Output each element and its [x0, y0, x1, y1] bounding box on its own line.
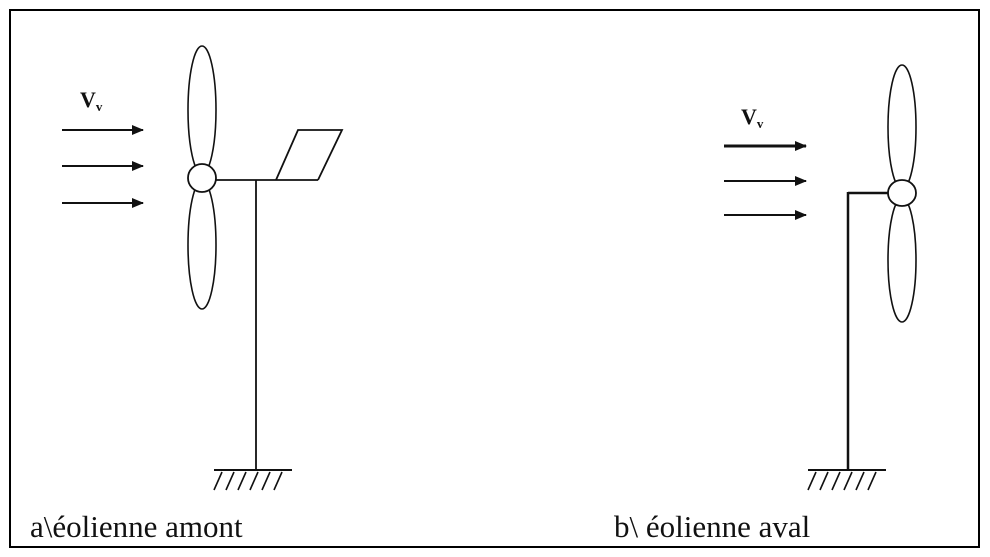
- rotor-blade-upper: [187, 45, 217, 175]
- ground-hatch: [213, 471, 223, 491]
- downwind-turbine: Vv: [724, 64, 917, 491]
- ground-hatch: [831, 471, 841, 491]
- ground-hatch: [261, 471, 271, 491]
- ground-hatch: [843, 471, 853, 491]
- rotor-blade-lower: [887, 197, 917, 323]
- ground-hatch: [249, 471, 259, 491]
- ground-hatch: [237, 471, 247, 491]
- ground-hatch: [225, 471, 235, 491]
- wind-speed-label: Vv: [741, 104, 764, 131]
- caption-upwind-turbine: a\éolienne amont: [30, 509, 243, 544]
- ground-symbol: [213, 469, 292, 491]
- upwind-turbine: Vv: [62, 45, 344, 491]
- ground-hatch: [855, 471, 865, 491]
- wind-arrows-b: [724, 141, 807, 220]
- figure-frame: [9, 9, 980, 548]
- ground-hatch: [273, 471, 283, 491]
- ground-hatch: [867, 471, 877, 491]
- ground-hatch: [819, 471, 829, 491]
- wind-speed-label: Vv: [80, 87, 103, 114]
- ground-symbol: [807, 469, 886, 491]
- ground-hatch: [807, 471, 817, 491]
- rotor-blade-lower: [187, 180, 217, 310]
- caption-downwind-turbine: b\ éolienne aval: [614, 509, 811, 544]
- wind-arrows-a: [62, 125, 144, 208]
- rotor-hub: [187, 163, 217, 193]
- rotor-hub: [887, 179, 917, 207]
- rotor-blade-upper: [887, 64, 917, 190]
- tail-vane: [275, 129, 344, 181]
